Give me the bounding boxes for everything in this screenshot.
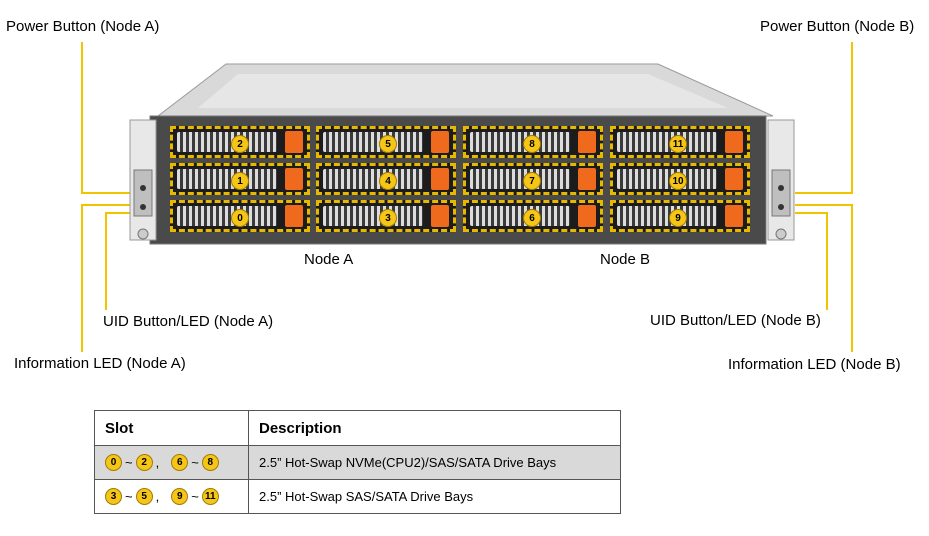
callout-uid-a-vertical bbox=[105, 212, 107, 310]
tilde: ~ bbox=[191, 455, 199, 471]
callout-power-b-vertical bbox=[851, 42, 853, 194]
slot-badge: 5 bbox=[135, 488, 153, 506]
bay-number-badge: 0 bbox=[231, 209, 249, 227]
bay-number-badge: 3 bbox=[379, 209, 397, 227]
bay-number-badge: 6 bbox=[523, 209, 541, 227]
description-cell: 2.5” Hot-Swap NVMe(CPU2)/SAS/SATA Drive … bbox=[248, 445, 621, 480]
drive-bay-11[interactable]: 11 bbox=[610, 126, 750, 158]
slot-cell: 3~5,9~11 bbox=[94, 479, 249, 514]
tilde: ~ bbox=[125, 455, 133, 471]
information-led-node-b-label: Information LED (Node B) bbox=[728, 356, 901, 373]
right-control-panel bbox=[771, 169, 791, 217]
bay-number-badge: 11 bbox=[669, 135, 687, 153]
drive-bay-6[interactable]: 6 bbox=[463, 200, 603, 232]
description-column-header: Description bbox=[248, 410, 621, 446]
callout-info-a-horizontal bbox=[81, 204, 137, 206]
uid-button-node-b-label: UID Button/LED (Node B) bbox=[650, 312, 821, 329]
left-control-panel bbox=[133, 169, 153, 217]
table-row: 0~2,6~8 2.5” Hot-Swap NVMe(CPU2)/SAS/SAT… bbox=[94, 445, 621, 480]
slot-badge: 8 bbox=[201, 454, 219, 472]
bay-number-badge: 8 bbox=[523, 135, 541, 153]
slot-badge: 0 bbox=[105, 454, 122, 472]
information-led-node-a-label: Information LED (Node A) bbox=[14, 355, 186, 372]
callout-info-a-vertical bbox=[81, 204, 83, 352]
power-button-node-a-label: Power Button (Node A) bbox=[6, 18, 160, 35]
node-b-label: Node B bbox=[600, 251, 651, 268]
slot-column-header: Slot bbox=[94, 410, 249, 446]
drive-bay-8[interactable]: 8 bbox=[463, 126, 603, 158]
slot-badge: 3 bbox=[105, 488, 122, 506]
bay-number-badge: 4 bbox=[379, 172, 397, 190]
callout-info-b-vertical bbox=[851, 204, 853, 352]
left-thumbscrew-icon bbox=[137, 228, 149, 240]
bay-number-badge: 1 bbox=[231, 172, 249, 190]
drive-bay-5[interactable]: 5 bbox=[316, 126, 456, 158]
drive-bay-3[interactable]: 3 bbox=[316, 200, 456, 232]
uid-button-node-a-label: UID Button/LED (Node A) bbox=[103, 313, 274, 330]
table-row: 3~5,9~11 2.5” Hot-Swap SAS/SATA Drive Ba… bbox=[94, 479, 621, 514]
slot-cell: 0~2,6~8 bbox=[94, 445, 249, 480]
uid-button-node-a[interactable] bbox=[140, 204, 146, 210]
power-button-node-b[interactable] bbox=[778, 185, 784, 191]
tilde: ~ bbox=[125, 489, 133, 505]
description-cell: 2.5” Hot-Swap SAS/SATA Drive Bays bbox=[248, 479, 621, 514]
drive-bay-9[interactable]: 9 bbox=[610, 200, 750, 232]
slot-badge: 6 bbox=[171, 454, 189, 472]
tilde: ~ bbox=[191, 489, 199, 505]
node-a-label: Node A bbox=[304, 251, 354, 268]
power-button-node-b-label: Power Button (Node B) bbox=[760, 18, 915, 35]
callout-power-a-horizontal bbox=[81, 192, 137, 194]
bay-number-badge: 7 bbox=[523, 172, 541, 190]
slot-badge: 11 bbox=[201, 488, 219, 506]
slot-description-table: Slot Description 0~2,6~8 2.5” Hot-Swap N… bbox=[94, 410, 621, 514]
table-header-row: Slot Description bbox=[94, 410, 621, 446]
drive-bay-2[interactable]: 2 bbox=[170, 126, 310, 158]
callout-uid-a-horizontal bbox=[105, 212, 137, 214]
drive-bay-10[interactable]: 10 bbox=[610, 163, 750, 195]
power-button-node-a[interactable] bbox=[140, 185, 146, 191]
chassis-top-shade bbox=[198, 74, 728, 108]
drive-bay-4[interactable]: 4 bbox=[316, 163, 456, 195]
right-thumbscrew-icon bbox=[775, 228, 787, 240]
drive-bay-7[interactable]: 7 bbox=[463, 163, 603, 195]
slot-badge: 2 bbox=[135, 454, 153, 472]
bay-number-badge: 10 bbox=[669, 172, 687, 190]
comma: , bbox=[155, 489, 160, 505]
callout-info-b-horizontal bbox=[795, 204, 853, 206]
bay-number-badge: 9 bbox=[669, 209, 687, 227]
bay-number-badge: 2 bbox=[231, 135, 249, 153]
drive-bay-0[interactable]: 0 bbox=[170, 200, 310, 232]
bay-number-badge: 5 bbox=[379, 135, 397, 153]
callout-power-b-horizontal bbox=[795, 192, 853, 194]
comma: , bbox=[155, 455, 160, 471]
callout-uid-b-vertical bbox=[826, 212, 828, 310]
callout-power-a-vertical bbox=[81, 42, 83, 194]
drive-bay-1[interactable]: 1 bbox=[170, 163, 310, 195]
uid-button-node-b[interactable] bbox=[778, 204, 784, 210]
callout-uid-b-horizontal bbox=[795, 212, 828, 214]
slot-badge: 9 bbox=[171, 488, 189, 506]
